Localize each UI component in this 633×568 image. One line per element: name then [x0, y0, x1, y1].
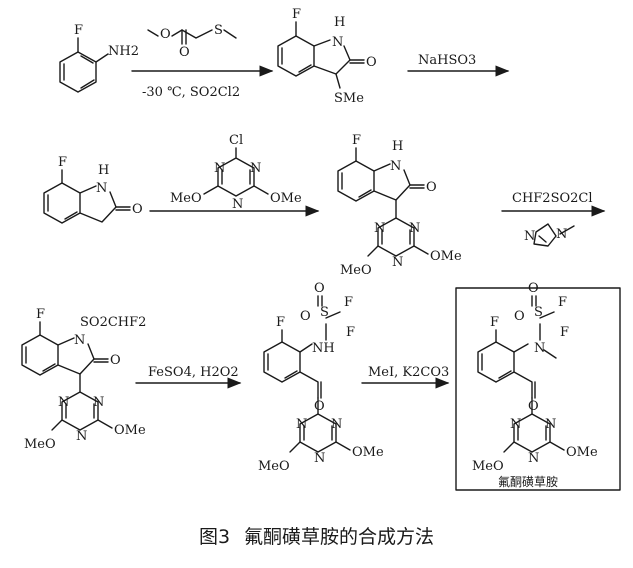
figure-caption: 图3 氟酮磺草胺的合成方法 — [0, 522, 633, 549]
atom-N-c6-t1: N — [296, 417, 307, 432]
atom-O-c3: O — [132, 202, 143, 217]
atom-N-c6-t2: N — [331, 417, 342, 432]
product-box — [455, 287, 621, 491]
atom-N-c3: N — [96, 181, 107, 196]
group-MeO-reagent: MeO — [170, 191, 202, 206]
atom-N-c2: N — [332, 35, 343, 50]
atom-F-c1: F — [74, 23, 83, 38]
atom-N-c4: N — [390, 159, 401, 174]
atom-N-p-t2: N — [545, 417, 556, 432]
group-NH-c6: NH — [312, 341, 335, 356]
atom-F-c6-a: F — [344, 295, 353, 310]
group-OMe-c4: OMe — [430, 249, 462, 264]
group-MeO-p: MeO — [472, 459, 504, 474]
atom-O-c4: O — [426, 180, 437, 195]
compound-2-fluoroaniline — [59, 37, 109, 93]
atom-F-c2: F — [292, 7, 301, 22]
atom-F-p-a: F — [558, 295, 567, 310]
group-OMe-reagent: OMe — [270, 191, 302, 206]
atom-N-c4-t2: N — [409, 221, 420, 236]
atom-H-c4: H — [392, 139, 403, 154]
atom-N-tz-r1: N — [214, 161, 225, 176]
atom-H-c3: H — [98, 163, 109, 178]
compound-sulfonyl-oxindole — [21, 321, 113, 431]
atom-O-c6-side: O — [300, 309, 311, 324]
atom-N-c6-t3: N — [314, 451, 325, 466]
atom-Cl-reagent: Cl — [229, 133, 243, 148]
atom-O-p-keto: O — [528, 399, 539, 414]
compound-3-methylthio-oxindole — [277, 21, 365, 89]
atom-H-c2: H — [334, 15, 345, 30]
compound-sulfonamide-ketone — [263, 295, 351, 453]
figure-label: 图3 — [198, 526, 231, 548]
atom-S-p: S — [534, 305, 543, 320]
group-OMe-p: OMe — [566, 445, 598, 460]
figure-title: 氟酮磺草胺的合成方法 — [244, 526, 435, 548]
atom-F-c6-ring: F — [276, 315, 285, 330]
reagent-step4: CHF2SO2Cl — [512, 191, 593, 206]
compound-flucetosulfuron-product — [477, 295, 565, 453]
atom-F-c3: F — [58, 155, 67, 170]
group-SMe-c2: SMe — [334, 91, 364, 106]
atom-S-reagent: S — [214, 23, 223, 38]
atom-N-p-t1: N — [510, 417, 521, 432]
group-OMe-c5: OMe — [114, 423, 146, 438]
group-MeO-c5: MeO — [24, 437, 56, 452]
group-MeO-c6: MeO — [258, 459, 290, 474]
atom-N-c5-t1: N — [58, 395, 69, 410]
atom-S-c6: S — [320, 305, 329, 320]
atom-N-c4-t3: N — [392, 255, 403, 270]
atom-O-carbonyl: O — [179, 45, 190, 60]
group-MeO-c4: MeO — [340, 263, 372, 278]
reagent-step5: FeSO4, H2O2 — [148, 365, 239, 380]
compound-triazinyl-oxindole — [337, 147, 429, 257]
group-SO2CHF2-c5: SO2CHF2 — [80, 315, 146, 330]
reagent-methylthioacetate — [147, 29, 237, 45]
atom-NH2-c1: NH2 — [108, 44, 139, 59]
atom-O-c6-top: O — [314, 281, 325, 296]
reagent-n-methylimidazole — [533, 223, 575, 247]
atom-N-imid1: N — [524, 229, 535, 244]
atom-N-c5: N — [74, 333, 85, 348]
atom-N-tz-r2: N — [250, 161, 261, 176]
reagent-step6: MeI, K2CO3 — [368, 365, 449, 380]
atom-N-c4-t1: N — [374, 221, 385, 236]
atom-F-p-b: F — [560, 325, 569, 340]
atom-N-imid2: N — [556, 227, 567, 242]
atom-O-p-top: O — [528, 281, 539, 296]
product-name: 氟酮磺草胺 — [498, 475, 558, 489]
group-OMe-c6: OMe — [352, 445, 384, 460]
atom-N-tz-r3: N — [232, 197, 243, 212]
synthesis-scheme: F NH2 O O S -30 ℃, SO2Cl2 F H N O SMe Na… — [21, 7, 621, 491]
atom-F-c6-b: F — [346, 325, 355, 340]
atom-O-ester: O — [160, 27, 171, 42]
atom-O-c5: O — [110, 353, 121, 368]
atom-N-c5-t3: N — [76, 429, 87, 444]
atom-F-c5: F — [36, 307, 45, 322]
atom-N-p-t3: N — [528, 451, 539, 466]
atom-N-c5-t2: N — [93, 395, 104, 410]
reagent-step2: NaHSO3 — [418, 53, 476, 68]
atom-F-p-ring: F — [490, 315, 499, 330]
atom-F-c4: F — [352, 133, 361, 148]
compound-7-fluoro-oxindole — [43, 169, 131, 224]
atom-O-c6-keto: O — [314, 399, 325, 414]
atom-N-p: N — [534, 341, 545, 356]
atom-O-p-side: O — [514, 309, 525, 324]
reagent-step1: -30 ℃, SO2Cl2 — [142, 85, 240, 100]
atom-O-c2: O — [366, 55, 377, 70]
reagent-chlorodimethoxytriazine — [203, 147, 269, 197]
